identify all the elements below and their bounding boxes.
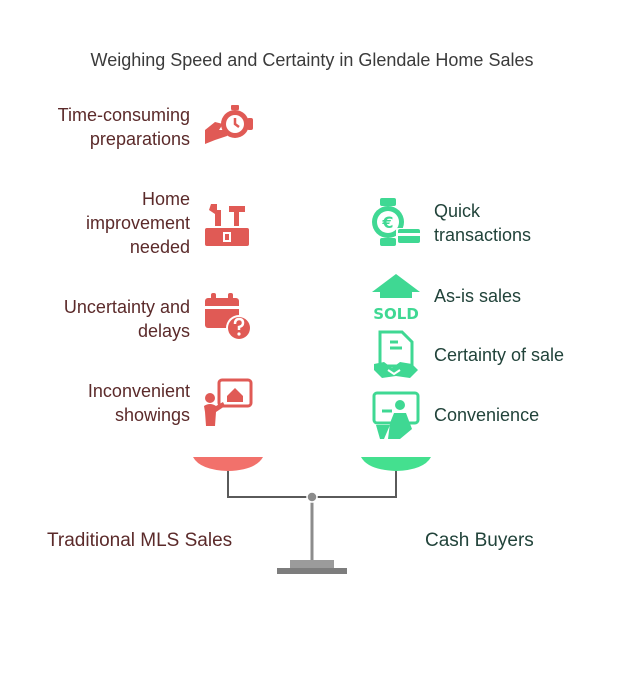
person-desk-icon	[372, 391, 420, 439]
scale-base-top	[290, 560, 334, 568]
right-item-label: Quick transactions	[434, 201, 532, 245]
left-pan	[193, 457, 263, 471]
svg-text:€: €	[381, 213, 393, 232]
scale-base	[277, 568, 347, 574]
stopwatch-hand-icon	[205, 105, 253, 144]
calendar-question-icon	[205, 293, 252, 341]
right-side-title: Cash Buyers	[425, 530, 534, 551]
left-item-label: Uncertainty and delays	[63, 297, 190, 341]
euro-watch-card-icon: €	[372, 198, 420, 246]
toolbox-icon	[205, 204, 249, 246]
right-item-label: Convenience	[434, 405, 540, 425]
left-item-label: Inconvenient showings	[87, 381, 190, 425]
right-item-label: As-is sales	[434, 286, 522, 306]
left-side-title: Traditional MLS Sales	[47, 530, 233, 551]
left-item-label: Time-consuming preparations	[57, 105, 190, 149]
house-presentation-icon	[204, 378, 253, 426]
right-pan	[361, 457, 431, 471]
right-item-label: Certainty of sale	[434, 345, 565, 365]
left-item-label: Home improvement needed	[85, 189, 190, 257]
svg-text:SOLD: SOLD	[373, 305, 419, 323]
contract-handshake-icon	[374, 330, 418, 378]
scale-pivot	[306, 491, 318, 503]
diagram-title: Weighing Speed and Certainty in Glendale…	[90, 50, 534, 70]
sold-house-icon: SOLD	[372, 274, 420, 323]
